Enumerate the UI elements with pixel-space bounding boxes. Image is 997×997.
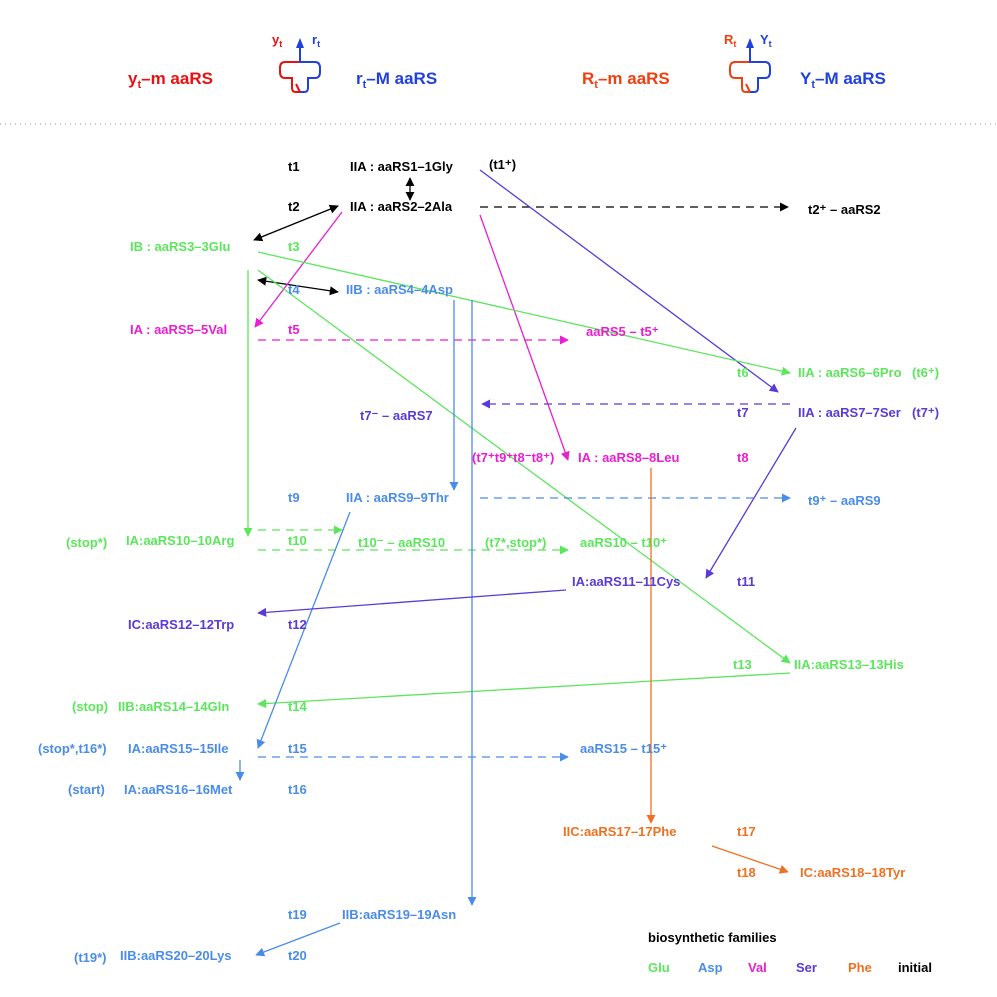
legend-item-glu: Glu <box>648 960 670 975</box>
node-aaRS15: IA:aaRS15–15Ile <box>128 741 228 756</box>
node-aaRS7: IIA : aaRS7–7Ser <box>798 405 901 420</box>
node-t15: t15 <box>288 741 307 756</box>
node-aaRS20: IIB:aaRS20–20Lys <box>120 948 232 963</box>
node-t14: t14 <box>288 699 308 714</box>
node-t9p: t9⁺ – aaRS9 <box>808 493 881 508</box>
arrow-initial <box>257 276 339 296</box>
node-aaRS11: IA:aaRS11–11Cys <box>572 574 680 589</box>
legend-title: biosynthetic families <box>648 930 777 945</box>
node-t12: t12 <box>288 617 307 632</box>
node-aaRS17: IIC:aaRS17–17Phe <box>563 824 676 839</box>
legend-item-asp: Asp <box>698 960 723 975</box>
node-start: (start) <box>68 782 105 797</box>
node-stop2: (stop) <box>72 699 108 714</box>
right-cross-icon: Rt Yt <box>724 32 772 93</box>
node-aaRS10: IA:aaRS10–10Arg <box>126 533 234 548</box>
node-stop3: (stop*,t16*) <box>38 741 107 756</box>
node-t3: t3 <box>288 239 300 254</box>
node-t19: t19 <box>288 907 307 922</box>
arrow-initial <box>253 204 339 242</box>
node-t8: t8 <box>737 450 749 465</box>
svg-text:yt: yt <box>272 32 282 49</box>
node-t1p: (t1⁺) <box>489 157 516 172</box>
node-aaRS14: IIB:aaRS14–14Gln <box>118 699 229 714</box>
arrow-asp <box>256 511 351 749</box>
legend-item-initial: initial <box>898 960 932 975</box>
node-t4: t4 <box>288 282 300 297</box>
node-aaRS4: IIB : aaRS4–4Asp <box>346 282 453 297</box>
node-t11: t11 <box>737 574 755 589</box>
legend: biosynthetic families Glu Asp Val Ser Phe ini… <box>648 930 932 975</box>
node-t6: t6 <box>737 365 749 380</box>
node-t1: t1 <box>288 159 300 174</box>
node-aaRS15b: aaRS15 – t15⁺ <box>580 741 667 756</box>
arrow-ser <box>479 169 779 393</box>
arrow-val <box>479 214 570 461</box>
arrow-ser <box>705 427 797 579</box>
node-t19p: (t19*) <box>74 950 107 965</box>
node-aaRS12: IC:aaRS12–12Trp <box>128 617 234 632</box>
node-t9: t9 <box>288 490 300 505</box>
node-aaRS9: IIA : aaRS9–9Thr <box>346 490 449 505</box>
node-t5: t5 <box>288 322 300 337</box>
node-aaRS1: IIA : aaRS1–1Gly <box>350 159 454 174</box>
svg-text:Yt: Yt <box>760 32 772 49</box>
node-t7: t7 <box>737 405 749 420</box>
node-aaRS8: IA : aaRS8–8Leu <box>578 450 679 465</box>
node-t10: t10 <box>288 533 307 548</box>
arrow-ser <box>257 589 567 617</box>
arrow-phe <box>711 845 789 874</box>
node-t7stop: (t7*,stop*) <box>485 535 546 550</box>
node-t20: t20 <box>288 948 307 963</box>
arrow-asp <box>255 922 341 957</box>
arrow-val <box>254 211 343 328</box>
node-aaRS6: IIA : aaRS6–6Pro <box>798 365 902 380</box>
arrow-glu <box>257 672 791 709</box>
node-aaRS5: IA : aaRS5–5Val <box>130 322 227 337</box>
right-M-title: Yt–M aaRS <box>800 69 886 91</box>
node-t10m: t10⁻ – aaRS10 <box>358 535 445 550</box>
node-t18: t18 <box>737 865 756 880</box>
node-aaRS19: IIB:aaRS19–19Asn <box>342 907 456 922</box>
node-t7grp: (t7⁺t9⁺t8⁻t8⁺) <box>472 450 554 465</box>
node-aaRS10b: aaRS10 – t10⁺ <box>580 535 667 550</box>
node-stop1: (stop*) <box>66 535 107 550</box>
node-t2p: t2⁺ – aaRS2 <box>808 202 881 217</box>
node-t7m: t7⁻ – aaRS7 <box>360 408 433 423</box>
right-m-title: Rt–m aaRS <box>582 69 670 91</box>
node-aaRS13: IIA:aaRS13–13His <box>794 657 904 672</box>
node-t2: t2 <box>288 199 300 214</box>
node-aaRS18: IC:aaRS18–18Tyr <box>800 865 905 880</box>
arrow-glu <box>257 251 791 376</box>
nodes: t1 IIA : aaRS1–1Gly (t1⁺) t2 IIA : aaRS2–2Al… <box>38 157 939 965</box>
node-t16: t16 <box>288 782 307 797</box>
node-t6p: (t6⁺) <box>912 365 939 380</box>
left-m-title: yt–m aaRS <box>128 69 213 91</box>
node-aaRS2: IIA : aaRS2–2Ala <box>350 199 453 214</box>
arrow-glu <box>257 269 791 664</box>
node-aaRS16: IA:aaRS16–16Met <box>124 782 233 797</box>
header: yt–m aaRS rt–M aaRS Rt–m aaRS Yt–M aaRS … <box>128 32 886 93</box>
node-t13: t13 <box>733 657 752 672</box>
svg-text:rt: rt <box>312 32 320 49</box>
node-aaRS3: IB : aaRS3–3Glu <box>130 239 230 254</box>
left-M-title: rt–M aaRS <box>356 69 437 91</box>
svg-text:Rt: Rt <box>724 32 736 49</box>
node-t17: t17 <box>737 824 756 839</box>
arrows <box>235 169 797 957</box>
node-aaRS5b: aaRS5 – t5⁺ <box>586 324 659 339</box>
legend-item-phe: Phe <box>848 960 872 975</box>
legend-item-ser: Ser <box>796 960 817 975</box>
node-t7p: (t7⁺) <box>912 405 939 420</box>
left-cross-icon: yt rt <box>272 32 321 93</box>
legend-item-val: Val <box>748 960 767 975</box>
